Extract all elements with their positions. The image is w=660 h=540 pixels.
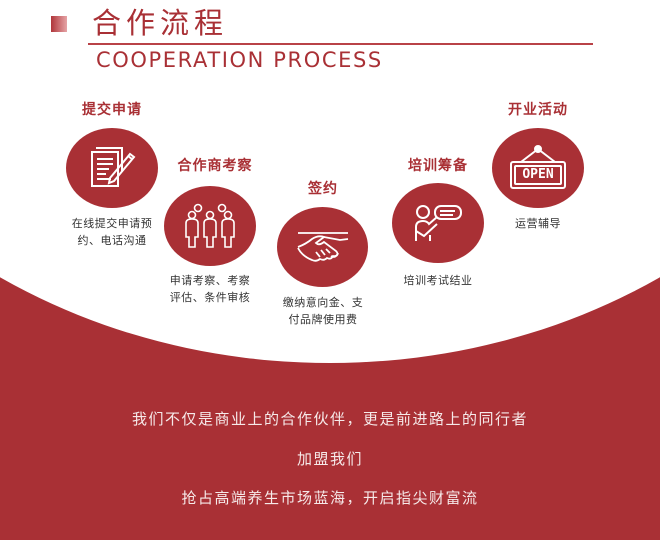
slogan-line-3: 抢占高端养生市场蓝海，开启指尖财富流 — [181, 489, 479, 507]
header-divider — [88, 43, 593, 45]
step-circle — [392, 183, 484, 263]
section-title: 合作流程 — [92, 6, 229, 40]
team-people-icon — [183, 203, 237, 249]
step-description-line: 培训考试结业 — [403, 274, 473, 287]
open-sign-text: OPEN — [522, 167, 554, 182]
slogan-line-1: 我们不仅是商业上的合作伙伴，更是前进路上的同行者 — [131, 410, 528, 428]
step-description-line: 约、电话沟通 — [77, 234, 147, 247]
step-description: 培训考试结业 — [382, 272, 494, 289]
handshake-icon — [294, 230, 352, 264]
step-title: 提交申请 — [82, 102, 142, 118]
step-description: 申请考察、考察 评估、条件审核 — [154, 272, 266, 306]
header-square-bullet — [51, 16, 67, 32]
step-description: 在线提交申请预 约、电话沟通 — [56, 215, 168, 249]
step-description-line: 缴纳意向金、支 — [282, 296, 364, 309]
step-title: 培训筹备 — [408, 158, 468, 174]
step-description-line: 付品牌使用费 — [288, 313, 358, 326]
slogan-line-2: 加盟我们 — [296, 450, 363, 468]
step-description-line: 评估、条件审核 — [169, 291, 251, 304]
step-circle: OPEN — [492, 128, 584, 208]
step-description-line: 在线提交申请预 — [71, 217, 153, 230]
step-description-line: 运营辅导 — [515, 217, 561, 230]
step-circle — [164, 186, 256, 266]
step-description-line: 申请考察、考察 — [169, 274, 251, 287]
section-subtitle: COOPERATION PROCESS — [96, 48, 383, 72]
open-sign-icon: OPEN — [507, 144, 569, 192]
step-title: 合作商考察 — [177, 158, 253, 174]
step-title: 签约 — [308, 181, 338, 197]
step-circle — [66, 128, 158, 208]
document-pen-icon — [84, 142, 140, 194]
step-description: 运营辅导 — [482, 215, 594, 232]
step-title: 开业活动 — [508, 102, 568, 118]
step-description: 缴纳意向金、支 付品牌使用费 — [265, 294, 381, 328]
trainer-speech-icon — [413, 203, 463, 243]
step-circle — [277, 207, 368, 287]
